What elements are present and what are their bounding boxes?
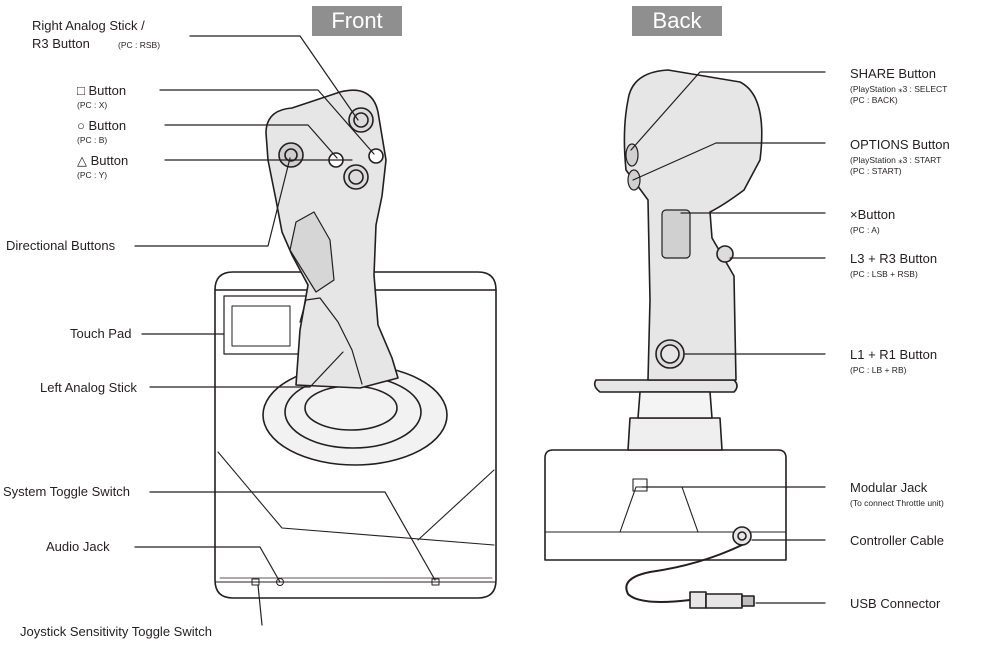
touch-pad-label: Touch Pad (70, 326, 132, 341)
square-button-label: □ Button (77, 83, 127, 98)
options-button-label: OPTIONS Button (850, 137, 950, 152)
share-button-ps: (PlayStation ⁎3 : SELECT (850, 84, 948, 94)
system-toggle-switch-label: System Toggle Switch (3, 484, 130, 499)
share-button-label: SHARE Button (850, 66, 936, 81)
left-analog-stick-label: Left Analog Stick (40, 380, 137, 395)
share-button-pc: (PC : BACK) (850, 95, 898, 105)
back-heading: Back (632, 6, 722, 36)
audio-jack-label: Audio Jack (46, 539, 110, 554)
touch-pad (223, 295, 307, 355)
controller-cable-label: Controller Cable (850, 533, 944, 548)
options-button-ps: (PlayStation ⁎3 : START (850, 155, 942, 165)
modular-jack-note: (To connect Throttle unit) (850, 498, 944, 508)
leader-lines (134, 35, 826, 626)
front-buttons (251, 107, 440, 586)
l3-r3-button-label: L3 + R3 Button (850, 251, 938, 266)
cross-button-pc: (PC : A) (850, 225, 880, 235)
usb-connector (625, 544, 755, 609)
modular-jack-label: Modular Jack (850, 480, 928, 495)
circle-button-pc: (PC : B) (77, 135, 108, 145)
directional-buttons-label: Directional Buttons (6, 238, 116, 253)
front-stick (265, 89, 399, 389)
usb-connector-label: USB Connector (850, 596, 941, 611)
triangle-button-pc: (PC : Y) (77, 170, 108, 180)
back-mount (593, 379, 738, 451)
right-stick-pc: (PC : RSB) (118, 40, 161, 50)
triangle-button-label: △ Button (77, 153, 129, 168)
square-button-pc: (PC : X) (77, 100, 108, 110)
options-button-pc: (PC : START) (850, 166, 902, 176)
cross-button-label: ×Button (850, 207, 896, 222)
front-heading: Front (312, 6, 402, 36)
circle-button-label: ○ Button (77, 118, 127, 133)
l3-r3-button-pc: (PC : LSB + RSB) (850, 269, 918, 279)
l1-r1-button-pc: (PC : LB + RB) (850, 365, 907, 375)
back-base (544, 449, 787, 561)
back-stick (623, 69, 763, 381)
sensitivity-toggle-label: Joystick Sensitivity Toggle Switch (20, 624, 212, 639)
front-base (214, 271, 497, 599)
l1-r1-button-label: L1 + R1 Button (850, 347, 938, 362)
r3-button-label: R3 Button (32, 36, 90, 51)
right-stick-label: Right Analog Stick / (32, 18, 145, 33)
